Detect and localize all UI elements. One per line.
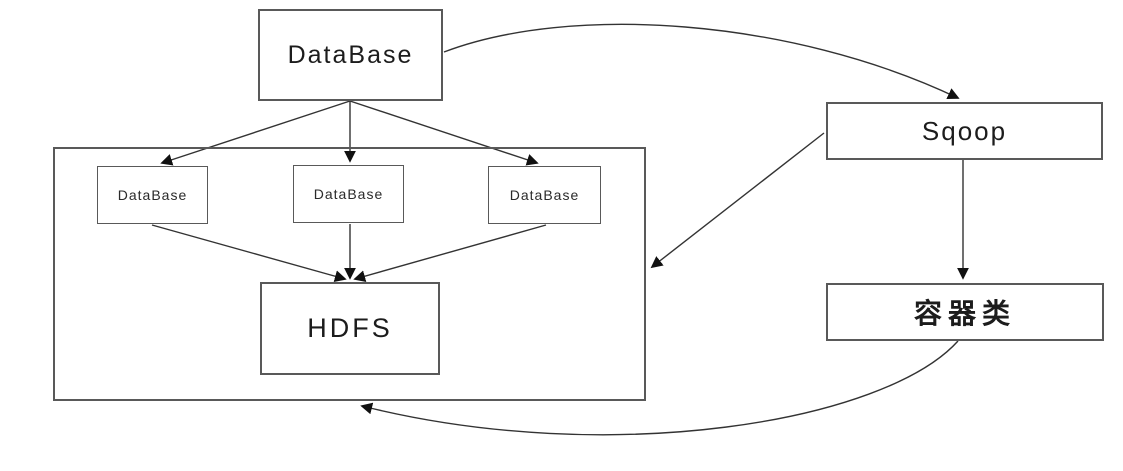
node-database-main-label: DataBase [287, 40, 414, 69]
edge-database-main-to-child3 [349, 100, 539, 166]
node-database-child-3[interactable]: DataBase [488, 166, 601, 224]
edge-child3-to-hdfs [353, 224, 547, 282]
node-hdfs[interactable]: HDFS [260, 282, 440, 375]
cluster-container-box[interactable] [53, 147, 646, 401]
node-container-class[interactable]: 容器类 [826, 283, 1104, 341]
node-database-main[interactable]: DataBase [258, 9, 443, 101]
node-database-child-2[interactable]: DataBase [293, 165, 404, 223]
node-database-child-1-label: DataBase [117, 187, 188, 203]
node-sqoop-label: Sqoop [921, 115, 1008, 146]
edge-container-class-to-cluster-container [360, 340, 959, 436]
node-container-class-label: 容器类 [913, 298, 1016, 329]
edge-sqoop-to-cluster-container [650, 132, 825, 269]
node-database-child-2-label: DataBase [313, 186, 384, 202]
node-database-child-1[interactable]: DataBase [97, 166, 208, 224]
edge-database-main-to-child1 [160, 100, 351, 166]
node-database-child-3-label: DataBase [509, 187, 580, 203]
node-sqoop[interactable]: Sqoop [826, 102, 1103, 160]
node-hdfs-label: HDFS [307, 313, 393, 343]
edge-database-main-to-sqoop [443, 23, 960, 100]
edge-child1-to-hdfs [151, 224, 347, 283]
